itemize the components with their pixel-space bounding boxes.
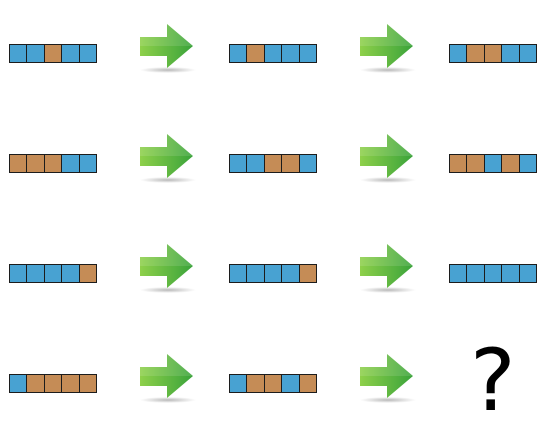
blue-cell — [518, 44, 537, 63]
orange-cell — [43, 374, 63, 393]
pattern-strip — [449, 154, 537, 173]
orange-cell — [43, 154, 63, 173]
blue-cell — [449, 264, 468, 283]
blue-cell — [501, 264, 520, 283]
pattern-strip — [449, 44, 537, 63]
pattern-strip — [229, 154, 317, 173]
blue-cell — [281, 264, 300, 283]
blue-cell — [483, 154, 503, 173]
right-arrow-icon — [140, 134, 196, 183]
orange-cell — [298, 264, 317, 283]
blue-cell — [9, 264, 28, 283]
orange-cell — [298, 374, 317, 393]
orange-cell — [281, 154, 300, 173]
blue-cell — [61, 264, 80, 283]
blue-cell — [246, 154, 265, 173]
pattern-strip — [229, 44, 317, 63]
blue-cell — [298, 44, 317, 63]
blue-cell — [229, 154, 248, 173]
blue-cell — [43, 264, 63, 283]
orange-cell — [246, 44, 265, 63]
right-arrow-icon — [140, 244, 196, 293]
blue-cell — [26, 44, 45, 63]
blue-cell — [483, 264, 503, 283]
orange-cell — [263, 374, 283, 393]
orange-cell — [26, 374, 45, 393]
blue-cell — [229, 264, 248, 283]
right-arrow-icon — [360, 354, 416, 403]
orange-cell — [449, 154, 468, 173]
orange-cell — [9, 154, 28, 173]
orange-cell — [61, 374, 80, 393]
blue-cell — [229, 44, 248, 63]
pattern-strip — [9, 44, 97, 63]
blue-cell — [78, 154, 97, 173]
orange-cell — [78, 374, 97, 393]
blue-cell — [61, 154, 80, 173]
orange-cell — [483, 44, 503, 63]
orange-cell — [466, 154, 485, 173]
right-arrow-icon — [360, 24, 416, 73]
pattern-strip — [229, 264, 317, 283]
blue-cell — [61, 44, 80, 63]
pattern-strip — [9, 154, 97, 173]
orange-cell — [78, 264, 97, 283]
blue-cell — [9, 44, 28, 63]
pattern-strip — [449, 264, 537, 283]
blue-cell — [26, 264, 45, 283]
blue-cell — [229, 374, 248, 393]
blue-cell — [518, 264, 537, 283]
blue-cell — [298, 154, 317, 173]
right-arrow-icon — [140, 24, 196, 73]
pattern-strip — [9, 264, 97, 283]
blue-cell — [246, 264, 265, 283]
orange-cell — [501, 154, 520, 173]
blue-cell — [263, 44, 283, 63]
orange-cell — [466, 44, 485, 63]
blue-cell — [466, 264, 485, 283]
orange-cell — [43, 44, 63, 63]
blue-cell — [449, 44, 468, 63]
pattern-strip — [9, 374, 97, 393]
blue-cell — [518, 154, 537, 173]
blue-cell — [78, 44, 97, 63]
blue-cell — [501, 44, 520, 63]
blue-cell — [281, 374, 300, 393]
blue-cell — [281, 44, 300, 63]
orange-cell — [26, 154, 45, 173]
unknown-answer: ? — [470, 331, 516, 431]
orange-cell — [246, 374, 265, 393]
right-arrow-icon — [140, 354, 196, 403]
blue-cell — [9, 374, 28, 393]
right-arrow-icon — [360, 134, 416, 183]
blue-cell — [263, 264, 283, 283]
orange-cell — [263, 154, 283, 173]
pattern-strip — [229, 374, 317, 393]
right-arrow-icon — [360, 244, 416, 293]
